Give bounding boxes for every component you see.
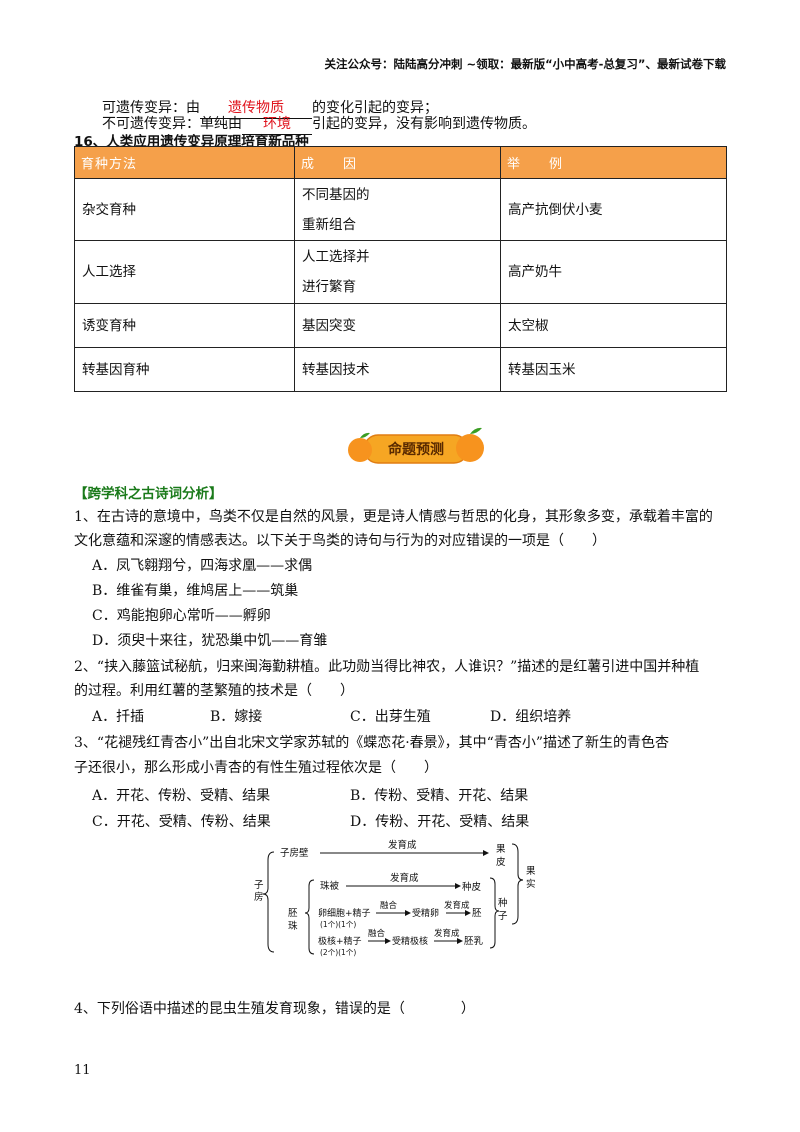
cell-example: 太空椒	[500, 303, 727, 348]
prediction-badge: 命题预测	[348, 427, 484, 464]
cell-example: 高产奶牛	[500, 240, 727, 304]
polar-count: (2个)(1个)	[320, 948, 356, 957]
cell-cause: 人工选择并进行繁育	[294, 240, 501, 304]
cause-line-1: 不同基因的	[302, 186, 370, 203]
q3-line1: 3、“花褪残红青杏小”出自北宋文学家苏轼的《蝶恋花·春景》，其中“青杏小”描述了…	[74, 735, 669, 751]
ovary-char1: 子	[254, 880, 264, 891]
cause-line-2: 进行繁育	[302, 279, 356, 295]
fuse-label-2: 融合	[368, 928, 386, 939]
fruit-brace	[511, 843, 524, 925]
heritable-suffix: 的变化引起的变异；	[312, 100, 438, 116]
endosperm-label: 胚乳	[464, 935, 484, 947]
cell-example: 高产抗倒伏小麦	[500, 178, 727, 241]
table-row: 转基因育种 转基因技术 转基因玉米	[74, 347, 727, 392]
header-example: 举 例	[500, 146, 727, 179]
orange-left-icon	[348, 432, 372, 462]
pericarp-char1: 果	[496, 844, 506, 855]
table-row: 人工选择 人工选择并进行繁育 高产奶牛	[74, 240, 727, 304]
fuse-label-1: 融合	[380, 900, 398, 911]
table-row: 诱变育种 基因突变 太空椒	[74, 303, 727, 348]
pericarp-char2: 皮	[496, 856, 506, 868]
q2-line1: 2、“挟入藤篮试秘航，归来闽海勤耕植。此功勋当得比神农，人谁识？”描述的是红薯引…	[74, 659, 700, 675]
cause-line-1: 人工选择并	[302, 249, 370, 265]
develops-label-2: 发育成	[390, 872, 419, 884]
q2-line2: 的过程。利用红薯的茎繁殖的技术是（ ）	[74, 683, 354, 699]
ovule-char2: 珠	[288, 920, 298, 932]
table-row: 杂交育种 不同基因的重新组合 高产抗倒伏小麦	[74, 178, 727, 241]
embryo-label: 胚	[472, 908, 482, 919]
integument-label: 珠被	[320, 880, 340, 892]
q1-option-c: C．鸡能抱卵心常听——孵卵	[92, 608, 271, 624]
cell-method: 转基因育种	[74, 347, 295, 392]
q4-line1: 4、下列俗语中描述的昆虫生殖发育现象，错误的是（ ）	[74, 1001, 475, 1017]
q1-line2: 文化意蕴和深邃的情感表达。以下关于鸟类的诗句与行为的对应错误的一项是（ ）	[74, 533, 606, 549]
ovary-wall-label: 子房壁	[280, 847, 309, 859]
q3-option-d: D．传粉、开花、受精、结果	[350, 814, 530, 830]
seed-char2: 子	[498, 911, 508, 922]
egg-label: 卵细胞+精子	[318, 907, 371, 919]
q2-option-b: B．嫁接	[210, 709, 263, 725]
cell-method: 诱变育种	[74, 303, 295, 348]
cause-line-2: 重新组合	[302, 216, 356, 233]
develops-label-1: 发育成	[388, 839, 417, 851]
q2-option-a: A．扦插	[92, 709, 145, 725]
fertilization-diagram: 子 房 子房壁 发育成 果 皮 胚 珠 珠被 发育成 种皮 卵细胞+精子 (1个…	[254, 839, 536, 957]
polar-label: 极核+精子	[318, 935, 362, 947]
develops-label-3: 发育成	[444, 900, 470, 911]
q1-option-d: D．须臾十来往，犹恐巢中饥——育雏	[92, 633, 328, 649]
cell-cause: 转基因技术	[294, 347, 501, 392]
q1-option-b: B．维雀有巢，维鸠居上——筑巢	[92, 583, 299, 599]
page-number: 11	[74, 1063, 91, 1078]
fruit-char1: 果	[526, 866, 536, 877]
q1-line1: 1、在古诗的意境中，鸟类不仅是自然的风景，更是诗人情感与哲思的化身，其形象多变，…	[74, 509, 713, 525]
heritable-variation-line: 可遗传变异：由遗传物质的变化引起的变异；	[102, 98, 438, 119]
ovary-brace	[262, 851, 275, 953]
heritable-fill: 遗传物质	[200, 98, 312, 119]
fertilized-egg-label: 受精卵	[412, 907, 439, 919]
q3-line2: 子还很小，那么形成小青杏的有性生殖过程依次是（ ）	[74, 760, 438, 776]
seed-brace	[489, 877, 500, 949]
cell-example: 转基因玉米	[500, 347, 727, 392]
nonheritable-variation-line: 不可遗传变异：单纯由环境引起的变异，没有影响到遗传物质。	[102, 114, 536, 135]
fertilized-polar-label: 受精极核	[392, 935, 428, 947]
header-cause: 成 因	[294, 146, 501, 179]
seed-char1: 种	[498, 897, 508, 909]
q1-option-a: A．凤飞翱翔兮，四海求凰——求偶	[92, 558, 313, 574]
ovary-char2: 房	[254, 891, 264, 903]
ovule-brace	[304, 879, 315, 955]
nonheritable-prefix: 不可遗传变异：单纯由	[102, 116, 242, 132]
q2-option-c: C．出芽生殖	[350, 709, 431, 725]
cell-cause: 基因突变	[294, 303, 501, 348]
cross-subject-title: 【跨学科之古诗词分析】	[74, 486, 223, 502]
header-method: 育种方法	[74, 146, 295, 179]
egg-count: (1个)(1个)	[320, 920, 356, 929]
fruit-char2: 实	[526, 878, 536, 890]
cell-method: 杂交育种	[74, 178, 295, 241]
badge-label: 命题预测	[387, 441, 444, 458]
q3-option-a: A．开花、传粉、受精、结果	[92, 788, 271, 804]
ovule-char1: 胚	[288, 908, 298, 919]
orange-right-icon	[456, 427, 484, 462]
cell-cause: 不同基因的重新组合	[294, 178, 501, 241]
develops-label-4: 发育成	[434, 928, 460, 939]
q3-option-b: B．传粉、受精、开花、结果	[350, 788, 529, 804]
nonheritable-suffix: 引起的变异，没有影响到遗传物质。	[312, 116, 536, 132]
q2-option-d: D．组织培养	[490, 709, 572, 725]
nonheritable-fill: 环境	[242, 114, 312, 135]
seed-coat-label: 种皮	[462, 881, 482, 893]
table-header-row: 育种方法 成 因 举 例	[74, 146, 727, 179]
heritable-prefix: 可遗传变异：由	[102, 100, 200, 116]
breeding-table: 育种方法 成 因 举 例 杂交育种 不同基因的重新组合 高产抗倒伏小麦 人工选择…	[74, 146, 727, 392]
q3-option-c: C．开花、受精、传粉、结果	[92, 814, 271, 830]
page-header: 关注公众号：陆陆高分冲刺 ~领取：最新版“小中高考-总复习”、最新试卷下载	[324, 57, 726, 71]
cell-method: 人工选择	[74, 240, 295, 304]
